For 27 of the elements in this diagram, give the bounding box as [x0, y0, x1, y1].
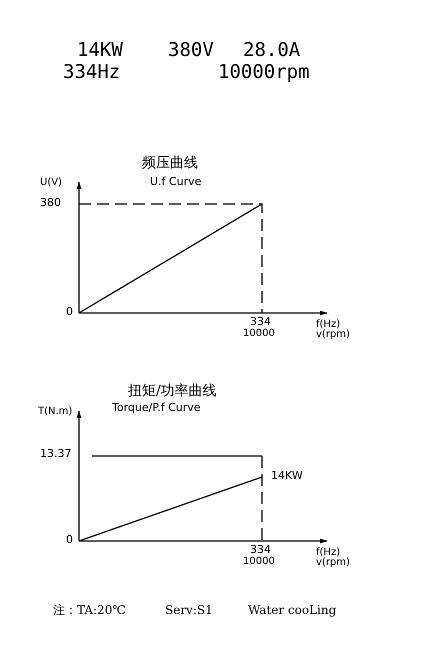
note-text: 注：TA:20℃	[53, 604, 126, 618]
chart-subtitle: U.f Curve	[150, 176, 202, 188]
axis-label: f(Hz)	[316, 319, 340, 330]
curve-label: 14KW	[271, 470, 303, 482]
spec-value: 28.0A	[243, 40, 300, 61]
note-text: Water cooLing	[248, 604, 336, 618]
tick-label: 10000	[243, 328, 275, 339]
tick-label: 334	[250, 544, 271, 556]
chart-title: 扭矩/功率曲线	[128, 384, 217, 400]
tick-label: 0	[66, 306, 73, 318]
tick-label: 10000	[243, 556, 275, 567]
tick-label: 0	[66, 534, 73, 546]
spec-value: 380V	[168, 40, 214, 61]
spec-value: 334Hz	[63, 62, 120, 83]
axis-label: v(rpm)	[316, 329, 350, 340]
note-text: Serv:S1	[165, 604, 213, 618]
tick-label: 13.37	[40, 448, 72, 460]
axis-label: f(Hz)	[316, 547, 340, 558]
chart-subtitle: Torque/P.f Curve	[112, 402, 201, 414]
spec-value: 10000rpm	[218, 62, 310, 83]
spec-value: 14KW	[77, 40, 123, 61]
axis-label: v(rpm)	[316, 557, 350, 568]
tick-label: 334	[250, 316, 271, 328]
tick-label: 380	[40, 197, 61, 210]
axis-label: T(N.m)	[38, 406, 72, 417]
chart-title: 频压曲线	[142, 156, 198, 172]
axis-label: U(V)	[40, 177, 62, 188]
